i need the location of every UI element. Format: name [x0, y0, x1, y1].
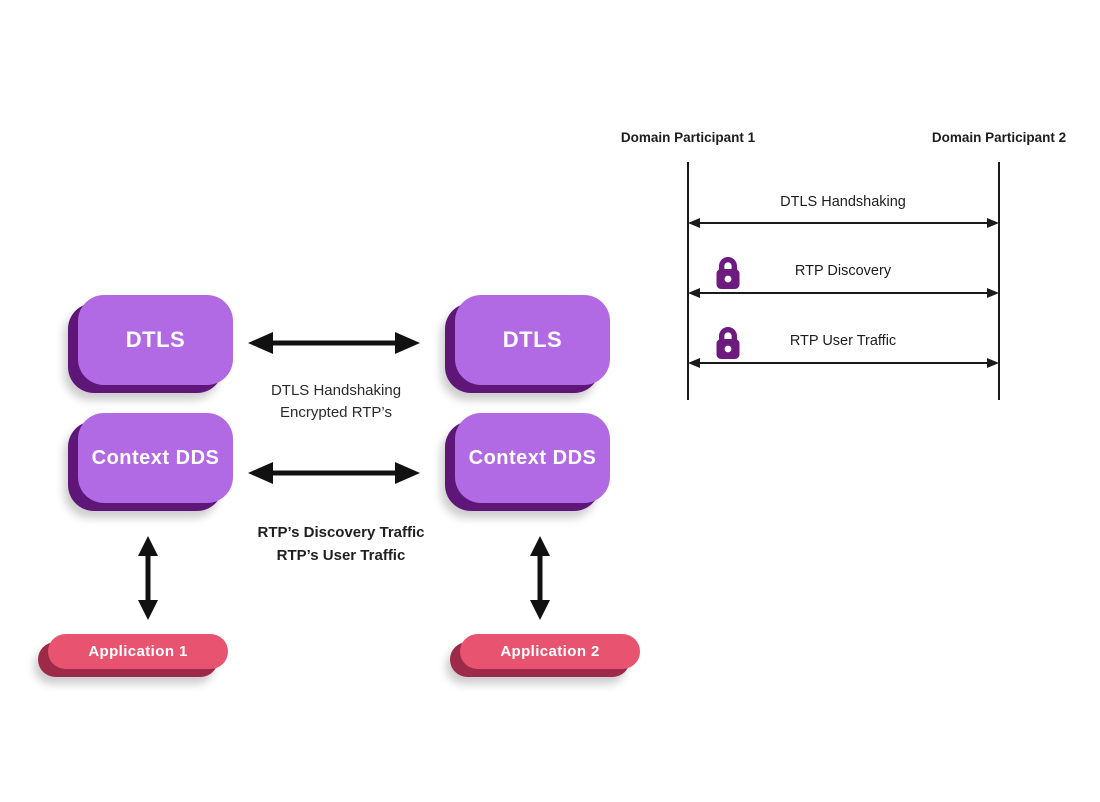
application1-pill: Application 1: [38, 634, 228, 677]
rtp-link-label-line1: RTP’s Discovery Traffic: [257, 524, 425, 541]
seq-message1-label: DTLS Handshaking: [780, 194, 906, 210]
participant2-label: Domain Participant 2: [931, 130, 1067, 145]
lock-icon: [716, 327, 740, 359]
rtp-link-label-line2: RTP’s User Traffic: [276, 547, 406, 564]
dtls-box-right-label: DTLS: [455, 295, 610, 385]
dtls-box-left: DTLS: [68, 295, 233, 393]
dtls-link-arrow-icon: [248, 332, 420, 354]
participant1-lifeline: [687, 162, 689, 400]
app1-link-arrow-icon: [138, 536, 158, 620]
seq-message2-label: RTP Discovery: [794, 263, 892, 279]
app2-link-arrow-icon: [530, 536, 550, 620]
lock-icon: [716, 257, 740, 289]
dtls-link-label-line1: DTLS Handshaking: [270, 382, 402, 399]
seq-message2-arrow-icon: [688, 288, 999, 298]
participant1-label: Domain Participant 1: [620, 130, 756, 145]
dtls-box-left-label: DTLS: [78, 295, 233, 385]
seq-message3-arrow-icon: [688, 358, 999, 368]
context-dds-box-left: Context DDS: [68, 413, 233, 511]
dtls-box-right: DTLS: [445, 295, 610, 393]
application2-pill-label: Application 2: [460, 634, 640, 669]
rtp-link-arrow-icon: [248, 462, 420, 484]
dtls-link-label-line2: Encrypted RTP’s: [279, 404, 392, 421]
rtp-link-label: RTP’s Discovery Traffic RTP’s User Traff…: [257, 521, 424, 567]
dtls-link-label: DTLS Handshaking Encrypted RTP’s: [271, 380, 401, 424]
participant2-lifeline: [998, 162, 1000, 400]
context-dds-box-right: Context DDS: [445, 413, 610, 511]
context-dds-box-left-label: Context DDS: [78, 413, 233, 503]
application2-pill: Application 2: [450, 634, 640, 677]
context-dds-box-right-label: Context DDS: [455, 413, 610, 503]
application1-pill-label: Application 1: [48, 634, 228, 669]
seq-message3-label: RTP User Traffic: [789, 333, 897, 349]
seq-message1-arrow-icon: [688, 218, 999, 228]
